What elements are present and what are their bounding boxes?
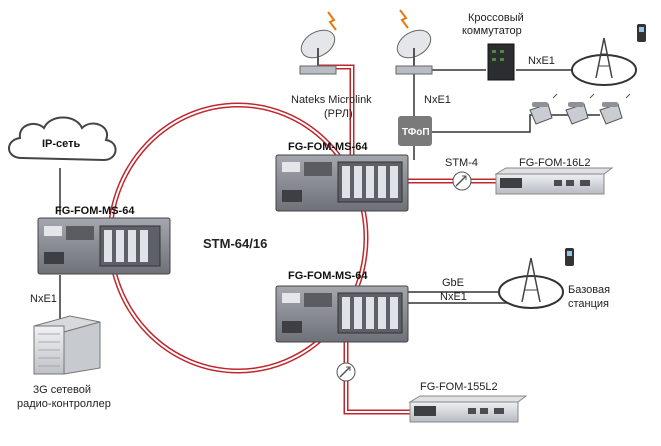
tfop-box — [398, 116, 432, 146]
dish-right — [395, 29, 433, 75]
rnc-label-line2: радио-контроллер — [17, 398, 111, 410]
stm4-label: STM-4 — [445, 157, 478, 169]
dish-left — [299, 29, 337, 75]
dev-16l2-label: FG-FOM-16L2 — [519, 157, 591, 169]
nxe1-left-label: NxE1 — [30, 293, 57, 305]
bs-label-line1: Базовая — [568, 284, 610, 296]
rnc-label-line1: 3G сетевой — [33, 384, 91, 396]
device-16l2 — [494, 167, 614, 195]
nxe1-bs-label: NxE1 — [440, 291, 467, 303]
rnc-server — [33, 315, 101, 375]
cross-label-line1: Кроссовый — [468, 12, 524, 24]
nxe1-cross-label: NxE1 — [528, 55, 555, 67]
node-device-bottom — [275, 285, 409, 343]
optical-adapter-icon-bottom — [336, 362, 356, 382]
cross-switch — [487, 43, 515, 81]
mobile-phone-icon-top — [637, 24, 646, 42]
node-left-label: FG-FOM-MS-64 — [55, 205, 135, 217]
phone-signal-marks — [552, 93, 631, 99]
fiber-to-155l2 — [343, 322, 412, 415]
dev-155l2-label: FG-FOM-155L2 — [420, 381, 498, 393]
lightning-icon-left — [327, 11, 337, 31]
base-station-bottom — [498, 257, 564, 309]
nxe1-tfop-label: NxE1 — [424, 94, 451, 106]
tfop-label: ТФоП — [402, 127, 430, 138]
node-bottom-label: FG-FOM-MS-64 — [288, 270, 368, 282]
phone-icon-1 — [529, 102, 553, 125]
copper-links — [59, 69, 600, 320]
mobile-phone-icon-bottom — [565, 248, 574, 266]
microlink-label-line1: Nateks Microlink — [291, 94, 372, 106]
phone-icon-2 — [565, 102, 589, 125]
ip-cloud-label: IP-сеть — [42, 138, 81, 150]
node-device-left — [37, 217, 171, 275]
microlink-label-line2: (РРЛ) — [324, 108, 353, 120]
ring-label: STM-64/16 — [203, 236, 267, 251]
node-top-label: FG-FOM-MS-64 — [288, 141, 368, 153]
cross-label-line2: коммутатор — [462, 25, 522, 37]
bs-label-line2: станция — [568, 298, 609, 310]
optical-adapter-icon-top — [452, 171, 472, 191]
ip-cloud — [8, 116, 117, 162]
device-155l2 — [408, 395, 528, 423]
gbe-label: GbE — [442, 277, 464, 289]
base-station-top — [571, 37, 637, 86]
phone-icon-3 — [599, 102, 623, 125]
lightning-icon-right — [399, 9, 409, 29]
node-device-top — [275, 154, 409, 212]
